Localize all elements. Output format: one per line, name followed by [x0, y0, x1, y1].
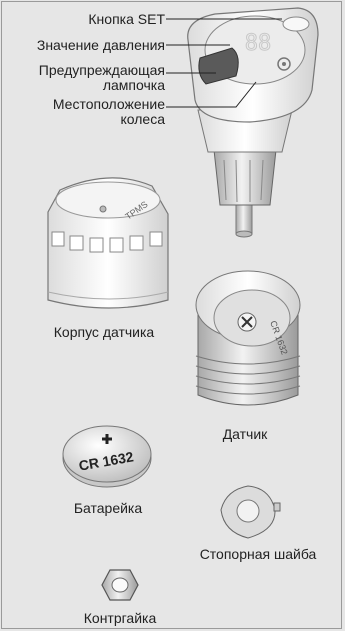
callout-pressure-value: Значение давления: [37, 37, 165, 53]
label-battery: Батарейка: [74, 500, 142, 516]
display-digits: 88: [245, 31, 272, 56]
callout-wheel-position-line2: колеса: [53, 112, 165, 127]
label-sensor-housing: Корпус датчика: [54, 324, 154, 340]
label-sensor: Датчик: [223, 426, 268, 442]
callout-wheel-position-line1: Местоположение: [53, 97, 165, 112]
callout-wheel-position: Местоположение колеса: [53, 97, 165, 127]
callout-warning-lamp: Предупреждающая лампочка: [39, 63, 165, 93]
label-lock-washer: Стопорная шайба: [200, 546, 317, 562]
callout-warning-lamp-line1: Предупреждающая: [39, 63, 165, 78]
valve-cap-sensor: 88: [188, 8, 318, 237]
callout-warning-lamp-line2: лампочка: [39, 78, 165, 93]
battery-coin: CR 1632: [63, 426, 151, 487]
sensor-body: CR 1632: [196, 271, 300, 405]
sensor-housing: TPMS: [48, 178, 168, 308]
lock-washer: [221, 486, 280, 538]
callout-set-button: Кнопка SET: [88, 11, 165, 27]
label-lock-nut: Контргайка: [84, 610, 157, 626]
lock-nut: [102, 570, 138, 600]
